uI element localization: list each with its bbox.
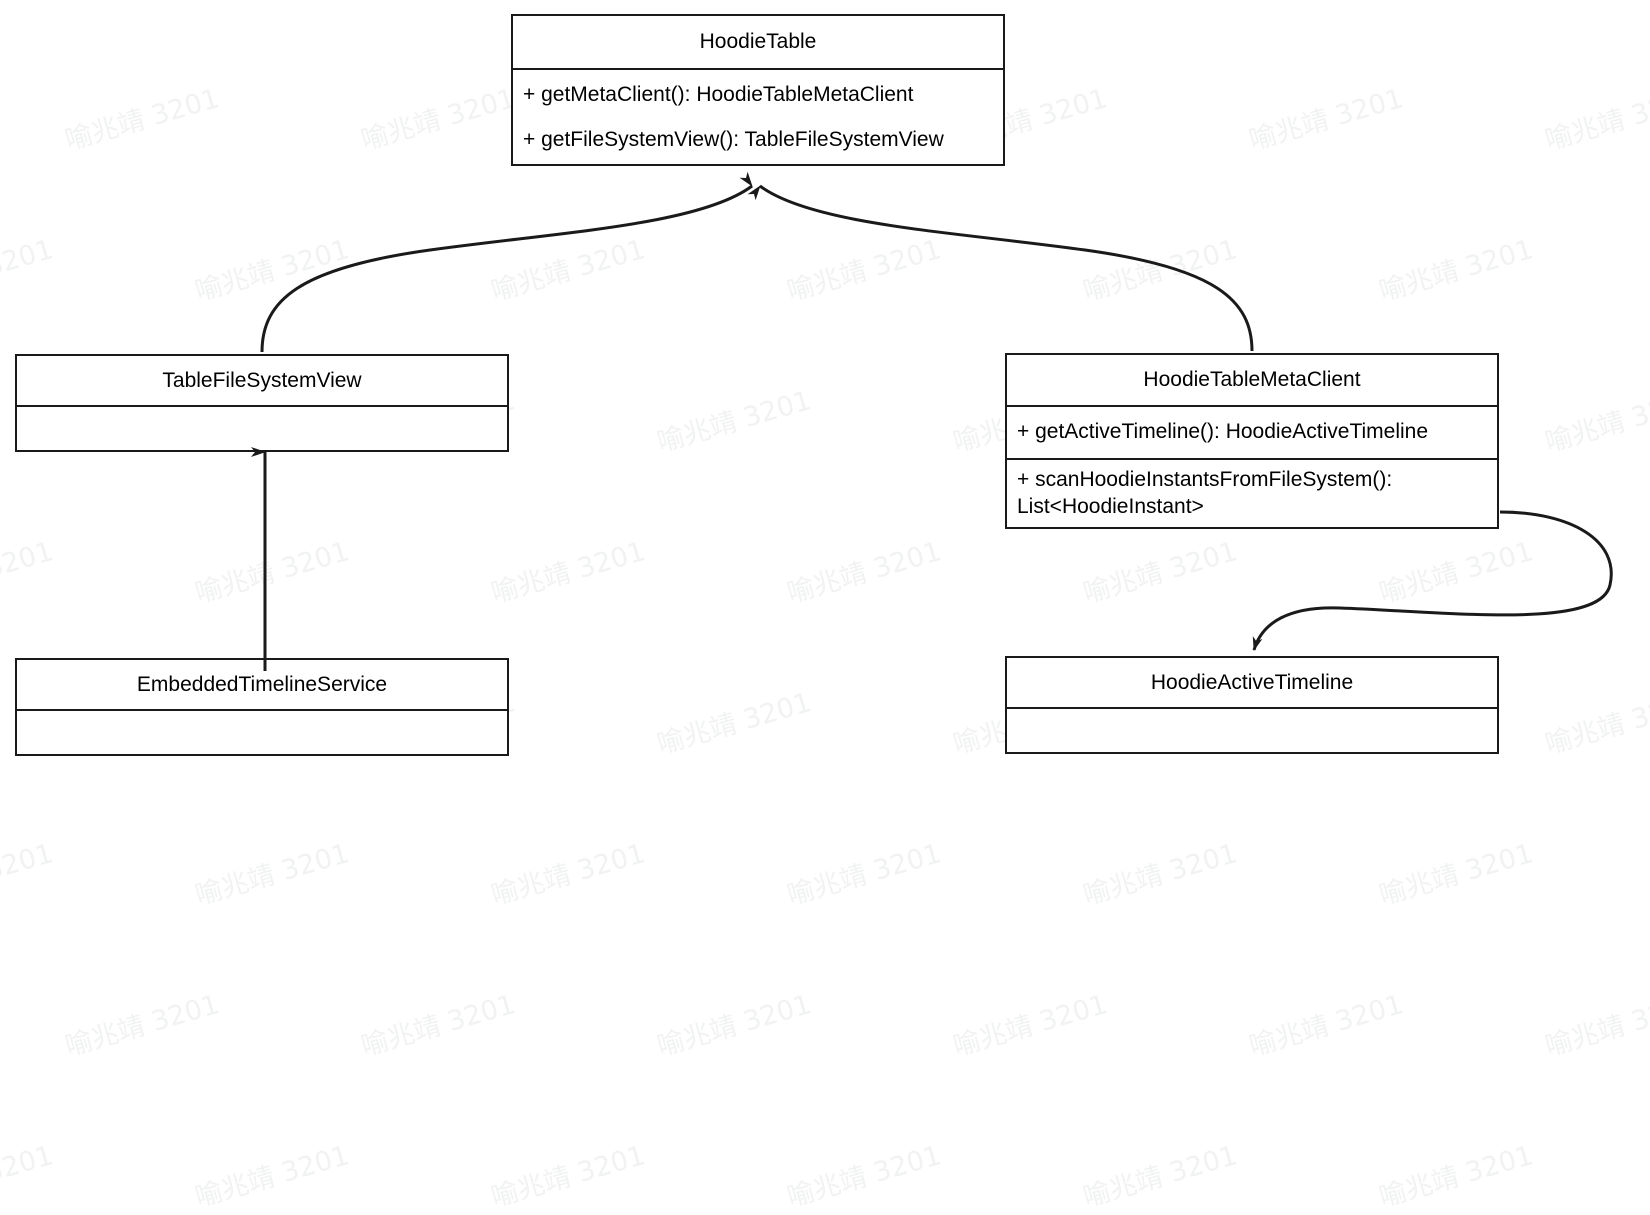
class-member: + scanHoodieInstantsFromFileSystem(): Li… [1017, 467, 1393, 518]
watermark-text: 喻兆靖 3201 [1079, 838, 1241, 912]
class-box-hoodie-table[interactable]: HoodieTable+ getMetaClient(): HoodieTabl… [511, 14, 1005, 166]
watermark-text: 喻兆靖 3201 [1374, 0, 1537, 6]
watermark-text: 喻兆靖 3201 [1541, 83, 1650, 157]
class-name-hoodie-table-meta-client: HoodieTableMetaClient [1007, 355, 1497, 407]
watermark-text: 喻兆靖 3201 [653, 687, 815, 761]
watermark-text: 喻兆靖 3201 [1078, 0, 1241, 6]
watermark-text: 喻兆靖 3201 [1375, 234, 1537, 308]
watermark-text: 喻兆靖 3201 [0, 1140, 57, 1213]
watermark-text: 喻兆靖 3201 [783, 536, 945, 610]
class-name-hoodie-table: HoodieTable [513, 16, 1003, 70]
watermark-text: 喻兆靖 3201 [653, 989, 815, 1063]
watermark-text: 喻兆靖 3201 [653, 385, 815, 459]
connector-tablefilesystemview-to-hoodietable [260, 171, 753, 353]
watermark-text: 喻兆靖 3201 [487, 234, 649, 308]
watermark-text: 喻兆靖 3201 [486, 0, 649, 6]
watermark-text: 喻兆靖 3201 [0, 0, 57, 6]
class-name-hoodie-active-timeline: HoodieActiveTimeline [1007, 658, 1497, 709]
connector-hoodietablemetaclient-to-hoodieactivetimeline [1252, 510, 1613, 651]
watermark-text: 喻兆靖 3201 [191, 838, 353, 912]
watermark-text: 喻兆靖 3201 [191, 536, 353, 610]
watermark-text: 喻兆靖 3201 [1375, 1140, 1537, 1214]
watermark-text: 喻兆靖 3201 [0, 234, 57, 307]
class-compartment-hoodie-table-meta-client-1: + scanHoodieInstantsFromFileSystem(): Li… [1007, 460, 1497, 527]
watermark-text: 喻兆靖 3201 [1541, 989, 1650, 1063]
watermark-text: 喻兆靖 3201 [0, 536, 57, 609]
class-compartment-hoodie-table-meta-client-0: + getActiveTimeline(): HoodieActiveTimel… [1007, 407, 1497, 460]
watermark-text: 喻兆靖 3201 [357, 83, 519, 157]
class-box-hoodie-active-timeline[interactable]: HoodieActiveTimeline [1005, 656, 1499, 754]
watermark-text: 喻兆靖 3201 [783, 234, 945, 308]
watermark-text: 喻兆靖 3201 [782, 0, 945, 6]
class-compartment-hoodie-active-timeline-0 [1007, 709, 1497, 754]
watermark-text: 喻兆靖 3201 [191, 1140, 353, 1214]
watermark-text: 喻兆靖 3201 [357, 989, 519, 1063]
watermark-text: 喻兆靖 3201 [1079, 536, 1241, 610]
watermark-text: 喻兆靖 3201 [1375, 536, 1537, 610]
watermark-text: 喻兆靖 3201 [487, 536, 649, 610]
watermark-text: 喻兆靖 3201 [0, 838, 57, 911]
watermark-text: 喻兆靖 3201 [190, 0, 353, 6]
class-compartment-table-file-system-view-0 [17, 407, 507, 452]
watermark-text: 喻兆靖 3201 [783, 1140, 945, 1214]
class-box-table-file-system-view[interactable]: TableFileSystemView [15, 354, 509, 452]
watermark-text: 喻兆靖 3201 [191, 234, 353, 308]
class-compartment-embedded-timeline-service-0 [17, 711, 507, 756]
watermark-text: 喻兆靖 3201 [61, 989, 223, 1063]
class-name-embedded-timeline-service: EmbeddedTimelineService [17, 660, 507, 711]
class-member: + getMetaClient(): HoodieTableMetaClient [523, 83, 914, 107]
class-member: + getActiveTimeline(): HoodieActiveTimel… [1017, 420, 1429, 444]
class-compartment-hoodie-table-0: + getMetaClient(): HoodieTableMetaClient… [513, 70, 1003, 166]
watermark-text: 喻兆靖 3201 [487, 838, 649, 912]
class-name-table-file-system-view: TableFileSystemView [17, 356, 507, 407]
connector-hoodietablemetaclient-to-hoodietable [747, 184, 1254, 352]
class-member: + getFileSystemView(): TableFileSystemVi… [523, 128, 944, 151]
class-box-hoodie-table-meta-client[interactable]: HoodieTableMetaClient + getActiveTimeline… [1005, 353, 1499, 529]
watermark-text: 喻兆靖 3201 [1245, 989, 1407, 1063]
watermark-text: 喻兆靖 3201 [1079, 1140, 1241, 1214]
watermark-text: 喻兆靖 3201 [1079, 234, 1241, 308]
watermark-text: 喻兆靖 3201 [61, 83, 223, 157]
watermark-text: 喻兆靖 3201 [1541, 687, 1650, 761]
watermark-text: 喻兆靖 3201 [1375, 838, 1537, 912]
watermark-text: 喻兆靖 3201 [1541, 385, 1650, 459]
watermark-text: 喻兆靖 3201 [487, 1140, 649, 1214]
class-box-embedded-timeline-service[interactable]: EmbeddedTimelineService [15, 658, 509, 756]
watermark-text: 喻兆靖 3201 [949, 989, 1111, 1063]
watermark-text: 喻兆靖 3201 [783, 838, 945, 912]
watermark-text: 喻兆靖 3201 [1245, 83, 1407, 157]
